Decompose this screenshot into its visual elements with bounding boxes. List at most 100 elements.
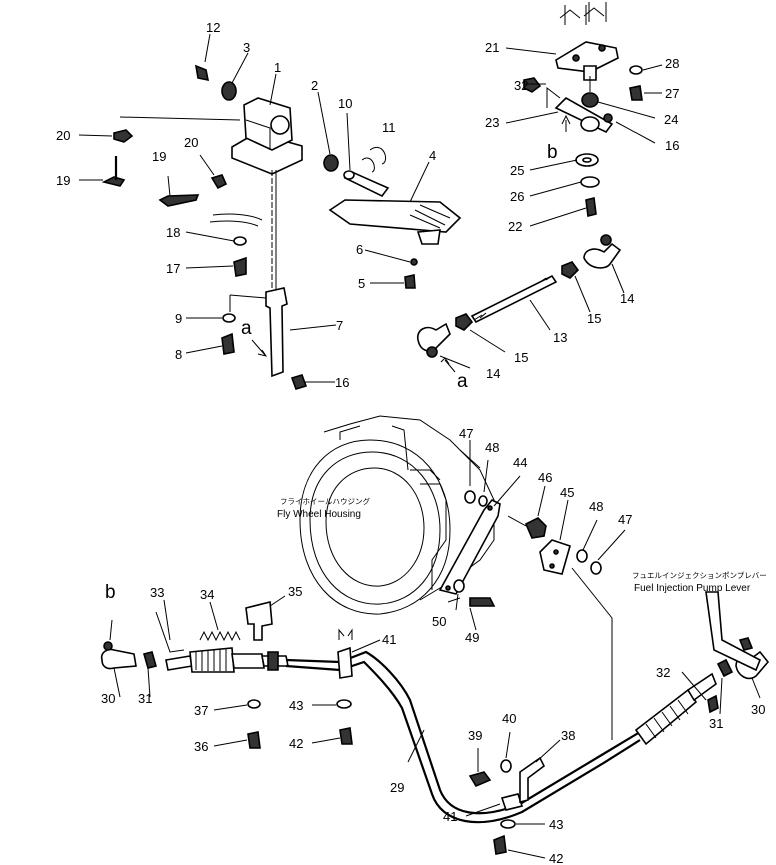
washer-6 (410, 258, 418, 266)
bolt-12 (194, 64, 210, 82)
callout-24: 24 (664, 112, 678, 127)
bolt-8 (221, 332, 235, 355)
callout-41-top: 41 (382, 632, 396, 647)
callout-19-right: 19 (152, 149, 166, 164)
callout-33: 33 (150, 585, 164, 600)
washer-43-top (336, 699, 352, 709)
callout-27: 27 (665, 86, 679, 101)
marker-a-joint: a (457, 371, 468, 392)
clamp-41-bottom (500, 793, 524, 811)
clamp-41-top (337, 646, 353, 679)
callout-35: 35 (288, 584, 302, 599)
nut-32 (523, 77, 542, 93)
callout-43-top: 43 (289, 698, 303, 713)
marker-a-pedal: a (241, 318, 252, 339)
callout-6: 6 (356, 242, 363, 257)
callout-38: 38 (561, 728, 575, 743)
washer-37 (247, 699, 261, 709)
nut-32-right (707, 694, 719, 714)
callout-3: 3 (243, 40, 250, 55)
callout-47-left: 47 (459, 426, 473, 441)
callout-21: 21 (485, 40, 499, 55)
callout-43-bottom: 43 (549, 817, 563, 832)
callout-42-top: 42 (289, 736, 303, 751)
nut-15-bottom (455, 313, 474, 331)
callout-15-bottom: 15 (514, 350, 528, 365)
washer-48-a (478, 495, 488, 507)
plate-45 (539, 539, 571, 575)
pedal-pad (328, 199, 462, 233)
callout-31-right: 31 (709, 716, 723, 731)
callout-1: 1 (274, 60, 281, 75)
bolt-19 (101, 176, 126, 187)
callout-20-left: 20 (56, 128, 70, 143)
callout-40: 40 (502, 711, 516, 726)
washer-47-b (590, 561, 602, 575)
callout-42-bottom: 42 (549, 851, 563, 865)
callout-18: 18 (166, 225, 180, 240)
callout-11: 11 (382, 120, 396, 135)
nut-16-r (603, 113, 613, 123)
bushing (323, 154, 339, 172)
callout-36: 36 (194, 739, 208, 754)
bolt-42-top (339, 727, 353, 745)
callout-45: 45 (560, 485, 574, 500)
bolt-42-bottom (493, 834, 507, 855)
flywheel-caption-en: Fly Wheel Housing (277, 509, 361, 520)
callout-41-bottom: 41 (443, 809, 457, 824)
bracket-group (438, 440, 626, 740)
callout-37: 37 (194, 703, 208, 718)
callout-49: 49 (465, 630, 479, 645)
cable-boot (189, 647, 235, 673)
marker-b-lever: b (547, 142, 558, 163)
bolt-39 (468, 771, 492, 788)
callout-30-left: 30 (101, 691, 115, 706)
bolt-5 (404, 274, 416, 289)
bushing-24 (581, 92, 599, 108)
nut-31-left (143, 651, 157, 669)
callout-34: 34 (200, 587, 214, 602)
nut-31-right (716, 658, 734, 678)
callout-10: 10 (338, 96, 352, 111)
callout-22: 22 (508, 219, 522, 234)
bolt-49 (469, 597, 496, 607)
bolt-17 (233, 256, 247, 277)
callout-14-top: 14 (620, 291, 634, 306)
bracket-35 (245, 600, 273, 641)
rod-13 (470, 274, 558, 324)
bracket-38 (519, 756, 546, 804)
callout-32-top: 32 (514, 78, 528, 93)
ball-joint-30-left (100, 648, 137, 670)
callout-39: 39 (468, 728, 482, 743)
bracket-44 (438, 498, 501, 595)
callout-48-left: 48 (485, 440, 499, 455)
ball-joint-14-bottom (416, 322, 451, 352)
callout-23: 23 (485, 115, 499, 130)
marker-b-cable: b (105, 582, 116, 603)
callout-13: 13 (553, 330, 567, 345)
callout-50: 50 (432, 614, 446, 629)
washer-18 (233, 236, 247, 246)
callout-2: 2 (311, 78, 318, 93)
callout-44: 44 (513, 455, 527, 470)
flywheel-caption-jp: フライホイールハウジング (280, 496, 370, 506)
callout-20-right: 20 (184, 135, 198, 150)
washer-50 (453, 579, 465, 593)
callout-12: 12 (206, 20, 220, 35)
callout-17: 17 (166, 261, 180, 276)
nut-15-top (561, 261, 580, 279)
callout-9: 9 (175, 311, 182, 326)
washer-48-b (576, 549, 588, 563)
nut-20-b (210, 174, 228, 190)
callout-30-right: 30 (751, 702, 765, 717)
callout-7: 7 (336, 318, 343, 333)
bolt-27 (629, 85, 643, 101)
callout-26: 26 (510, 189, 524, 204)
ball-joint-14-top (583, 242, 622, 269)
pump-caption-en: Fuel Injection Pump Lever (634, 583, 751, 594)
callout-16-left: 16 (335, 375, 349, 390)
collar (221, 81, 237, 101)
washer-9 (222, 313, 236, 323)
callout-25: 25 (510, 163, 524, 178)
